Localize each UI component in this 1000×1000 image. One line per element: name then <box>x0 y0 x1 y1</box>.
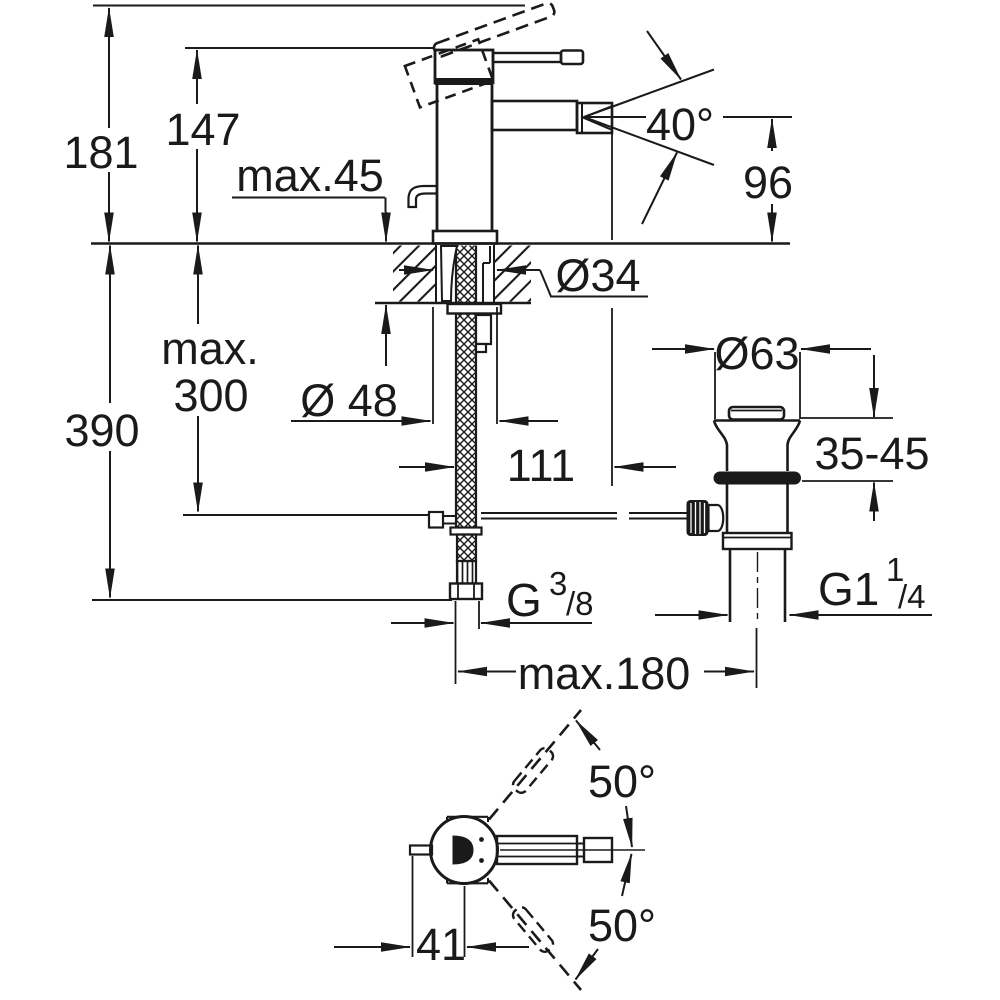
plan-view <box>334 709 645 991</box>
waste-flange <box>713 471 801 485</box>
dim-50-lower-arrow-b <box>574 948 599 981</box>
deck-hatch-left <box>393 245 436 302</box>
waste-knurled-knob <box>686 500 709 536</box>
supply-nut <box>448 582 484 601</box>
cap-band <box>435 78 493 85</box>
dim-g114-sub: /4 <box>898 578 926 615</box>
dim-3545-label: 35-45 <box>814 428 929 479</box>
dim-max300-label-2: 300 <box>173 370 248 421</box>
dim-390-label: 390 <box>64 405 139 456</box>
hose-braid-lower <box>455 533 478 563</box>
dim-96-label: 96 <box>743 157 793 208</box>
dim-111-label: 111 <box>507 440 575 491</box>
handle-plan-lower-dashed <box>488 879 582 991</box>
waste-linkage-rod <box>481 512 687 520</box>
waste-flare <box>712 419 802 471</box>
dim-181-label: 181 <box>63 127 138 178</box>
dim-50-upper-label: 50° <box>588 756 656 807</box>
handle-tilted-cap-dashed <box>403 37 495 110</box>
handle-grip-lower-dashed <box>511 906 555 953</box>
spray-lower-line <box>583 116 715 166</box>
dim-g114-sup: 1 <box>886 551 904 588</box>
shank-nut <box>446 302 503 315</box>
dim-147-label: 147 <box>165 104 240 155</box>
plan-hole-lower <box>479 858 484 863</box>
dim-max45-label: max.45 <box>236 150 384 201</box>
dim-max180-label: max.180 <box>518 648 691 699</box>
dim-g114-label: G1 <box>818 563 879 615</box>
hose-ribbed-end <box>455 559 478 585</box>
handle-grip-upper-dashed <box>511 747 555 794</box>
waste-coupling <box>721 531 793 551</box>
waste-side-neck <box>707 503 725 533</box>
dim-max300-label-1: max. <box>161 323 259 374</box>
dim-41-label: 41 <box>416 919 466 970</box>
dim-o48-label: Ø 48 <box>300 375 398 426</box>
popup-waste-assembly <box>686 405 802 622</box>
shank-insert <box>482 246 491 302</box>
handle-plan-upper-dashed <box>488 709 582 821</box>
base-escutcheon <box>431 229 499 245</box>
deck-hatch-right <box>494 245 531 302</box>
dim-50-lower-arrow-a <box>620 853 633 897</box>
dim-50-lower-label: 50° <box>588 900 656 951</box>
handle-lever-end <box>559 49 585 66</box>
plan-hole-upper <box>479 837 484 842</box>
dim-g38-sub: /8 <box>566 585 594 622</box>
dim-40deg-label: 40° <box>646 99 714 150</box>
dim-g38-sup: 3 <box>549 565 567 602</box>
dim-g38-label: G <box>506 574 542 626</box>
supply-stub-plan <box>408 844 434 856</box>
popup-rod-knob <box>407 184 437 209</box>
handle-lever <box>491 51 563 64</box>
dim-o63-label: Ø63 <box>714 328 799 379</box>
dim-o34-leader <box>539 269 648 298</box>
mounting-bracket-foot <box>474 342 488 354</box>
waste-pushbutton <box>727 405 786 421</box>
cartridge-d-mark <box>452 835 474 865</box>
mounting-bracket <box>474 313 493 346</box>
knurl-lines <box>690 502 706 534</box>
dim-50-upper-arrow-a <box>575 719 601 751</box>
spray-angle-arrow-upper <box>646 30 682 81</box>
braided-hose-column <box>456 245 476 528</box>
mounting-deck-section <box>91 242 790 601</box>
dimension-labels: 181 147 max.45 40° 96 Ø34 max. 300 390 Ø… <box>63 99 929 970</box>
faucet-side-view <box>93 1 792 245</box>
spout <box>490 99 579 132</box>
dim-o34-label: Ø34 <box>555 250 640 301</box>
spray-angle-arrow-lower <box>641 151 678 225</box>
spray-upper-line <box>583 68 715 118</box>
tee-fitting <box>427 510 445 529</box>
dimension-annotations <box>92 7 932 688</box>
shank-wedge <box>439 245 459 302</box>
dim-50-upper-arrow-b <box>623 805 633 848</box>
